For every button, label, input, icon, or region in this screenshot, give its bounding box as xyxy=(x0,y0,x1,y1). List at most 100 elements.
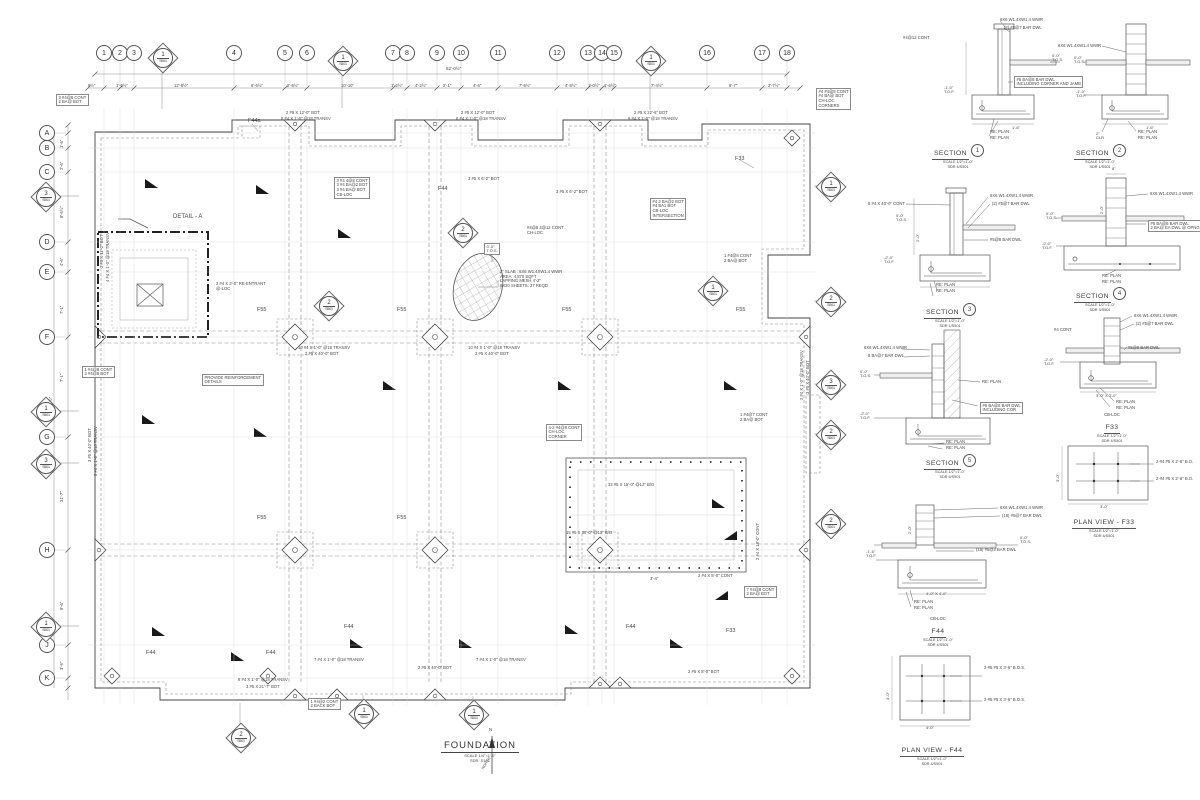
grid-col-10: 10 xyxy=(453,45,469,61)
marker-sheet: S501 xyxy=(647,62,655,67)
marker-number: 2 xyxy=(824,296,838,304)
grid-col-12: 12 xyxy=(549,45,565,61)
marker-sheet: S501 xyxy=(42,413,50,418)
detail-ref: SDR 4/S501 xyxy=(1093,533,1115,538)
plan-label: 1'-2½" xyxy=(391,83,403,88)
plan-label: RE: PLAN xyxy=(990,135,1010,140)
north-n-label: N xyxy=(489,727,493,732)
plan-label: 7 #4@8 CONT 2 BA@ BOT xyxy=(744,586,777,599)
plan-label: RE: PLAN xyxy=(936,282,956,287)
plan-label: 3 #5 X 40'-0" BOT xyxy=(805,360,810,394)
plan-label: 1'-6½" xyxy=(604,83,616,88)
plan-label: 4'-2½" xyxy=(415,83,427,88)
plan-label: 6'-6½" xyxy=(251,83,263,88)
plan-label: RE: PLAN xyxy=(1116,399,1136,404)
detail-scale: SCALE 1/2"=1'-0" xyxy=(1089,528,1119,533)
plan-label: 2 #5 X 22'-6" BOT xyxy=(634,110,668,115)
plan-label: #4 #4@8 CONT #4 BA@ BOT CH-LOC CORNERS xyxy=(816,88,852,110)
marker-number: 3 xyxy=(39,191,53,199)
plan-label: 1 #4@8 CONT 2 #4@8 BOT xyxy=(82,366,115,379)
plan-label: 6X6 W1.4XW1.4 WWR xyxy=(990,193,1034,198)
marker-number: 1 xyxy=(467,709,481,717)
grid-col-8: 8 xyxy=(399,45,415,61)
detail-number-bubble: 3 xyxy=(963,303,976,317)
plan-label: -2'-0" T.O.F. xyxy=(860,411,871,421)
detail-pre-label: CB-LOC xyxy=(1104,412,1120,417)
plan-label: 12'-6½" xyxy=(174,83,189,88)
plan-label: (2) #5@7 BAR DWL xyxy=(1004,25,1042,30)
plan-label: F55 xyxy=(736,307,746,313)
plan-label: F55 xyxy=(397,515,407,521)
detail-scale: SCALE 1/2"=1'-0" xyxy=(935,469,965,474)
grid-row-F: F xyxy=(39,329,55,345)
marker-number: 3 xyxy=(824,379,838,387)
plan-label: -2'-0" T.O.F. xyxy=(1042,241,1053,251)
marker-sheet: S501 xyxy=(42,198,50,203)
marker-sheet: S501 xyxy=(237,739,245,744)
plan-label: 4'-6" xyxy=(59,257,64,266)
marker-number: 1 xyxy=(706,285,720,293)
plan-label: 0'-0" T.O.S. xyxy=(1074,55,1086,65)
marker-number: 3 xyxy=(39,458,53,466)
plan-label: 8'-6½" xyxy=(59,206,64,218)
plan-label: 4'-0" X 4'-0" xyxy=(926,591,947,596)
plan-label: RE: PLAN xyxy=(1138,135,1158,140)
plan-label: F44 xyxy=(146,650,156,656)
grid-col-16: 16 xyxy=(699,45,715,61)
detail-scale: SCALE 1/2"=1'-0" xyxy=(917,756,947,761)
plan-label: 8 BA@7 BAR DWL xyxy=(868,353,904,358)
plan-label: 2 #5 X 12'-0" BOT xyxy=(461,110,495,115)
plan-label: PROVIDE REINFORCEMENT DETAILS xyxy=(202,374,264,387)
plan-label: 3 #5 X 40'-0" BOT xyxy=(87,428,92,462)
marker-sheet: S501 xyxy=(827,525,835,530)
plan-label: 2 #5 X 40'-0" BOT xyxy=(418,665,452,670)
plan-label: F44a xyxy=(248,118,261,124)
plan-label: 6 #4 X 1'-0" @18 TRANSV xyxy=(456,116,506,121)
plan-label: (2) #5@7 BAR DWL xyxy=(992,201,1030,206)
detail-scale: SCALE 1/2"=1'-0" xyxy=(1085,302,1115,307)
grid-row-E: E xyxy=(39,264,55,280)
plan-label: 2" CLR xyxy=(1096,131,1105,141)
interior-strip-footings xyxy=(101,126,804,682)
plan-label: 2 #5 X 8'-0" BOT xyxy=(688,669,720,674)
detail-scale: SCALE 1/2"=1'-0" xyxy=(923,637,953,642)
plan-label: 8 #4 X 40'-0" CONT xyxy=(868,201,905,206)
plan-label: 2 #5 X 11'-2" BOT xyxy=(99,234,104,268)
plan-label: RE: PLAN xyxy=(982,379,1002,384)
marker-number: 2 xyxy=(824,518,838,526)
plan-label: 3'-0" xyxy=(1055,474,1060,482)
detail-title-text: SECTION xyxy=(931,150,969,160)
plan-label: 2'-0" xyxy=(915,234,920,242)
generated-linework xyxy=(55,61,819,726)
plan-label: 9'-6" xyxy=(59,601,64,610)
plan-label: 2'-1" xyxy=(443,83,452,88)
detail-scale: SCALE 1/2"=1'-0" xyxy=(1085,159,1115,164)
marker-sheet: S501 xyxy=(159,59,167,64)
detail-scale: SCALE 1/2"=1'-0" xyxy=(1097,433,1127,438)
marker-number: 2 xyxy=(322,300,336,308)
plan-label: 2'-6" xyxy=(59,161,64,170)
plan-label: RE: PLAN xyxy=(946,445,966,450)
plan-label: F33 xyxy=(726,628,736,634)
plan-label: 1'-0½" xyxy=(588,83,600,88)
marker-number: 1 xyxy=(39,621,53,629)
grid-col-17: 17 xyxy=(754,45,770,61)
grid-col-4: 4 xyxy=(226,45,242,61)
plan-label: 10 #4 X 1'-0" @18 TRANSV xyxy=(468,345,521,350)
plan-label: -1'-0" T.O.F. xyxy=(1076,89,1087,99)
grid-row-H: H xyxy=(39,542,55,558)
